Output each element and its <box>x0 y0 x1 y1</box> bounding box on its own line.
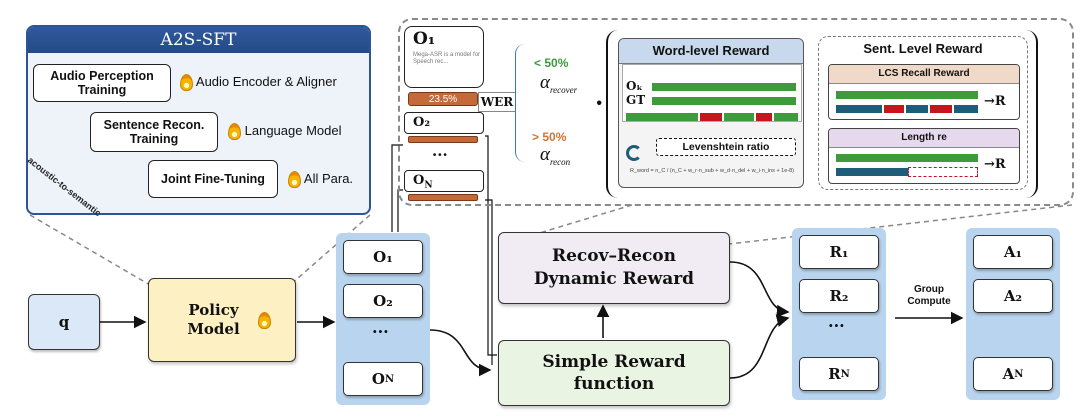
output-o2: O₂ <box>343 284 423 318</box>
sent-reward-title: Sent. Level Reward <box>863 41 983 56</box>
stage-sentence-recon: Sentence Recon. Training <box>90 112 218 152</box>
threshold-high: > 50% <box>532 130 567 144</box>
length-gap <box>908 167 978 177</box>
sft-title: A2S-SFT <box>160 30 237 50</box>
detail-o1-card: O₁ Mega-ASR is a model for Speech rec... <box>404 26 484 88</box>
ok-bar <box>652 83 796 91</box>
detail-on-card: ON <box>404 170 484 192</box>
stage-audio-perception: Audio Perception Training <box>33 64 171 102</box>
length-bar-teal <box>836 168 908 176</box>
stage2-note: Language Model <box>228 123 341 141</box>
flame-icon <box>228 123 241 141</box>
multiply-dot: · <box>595 88 604 117</box>
diff-bar-green1 <box>626 113 698 121</box>
alpha-recover: αrecover <box>540 72 578 95</box>
outputs-ellipsis: ··· <box>372 322 389 341</box>
sft-header: A2S-SFT <box>28 27 369 53</box>
length-bar-green <box>836 154 978 162</box>
length-title: Length re <box>829 129 1019 148</box>
detail-panel <box>398 18 1074 206</box>
lcs-bar-teal1 <box>836 105 882 113</box>
simple-reward-label: Simple Reward function <box>542 352 686 394</box>
simple-reward-function: Simple Reward function <box>498 340 730 406</box>
word-reward-canvas <box>622 64 802 122</box>
threshold-low: < 50% <box>534 56 569 70</box>
word-reward-title: Word-level Reward <box>619 39 803 64</box>
wer-value-badge: 23.5% <box>408 92 478 106</box>
lcs-bar-red2 <box>930 105 952 113</box>
flame-icon <box>257 311 271 329</box>
reward-bracket <box>606 30 1038 198</box>
reward-r2: R₂ <box>799 279 879 313</box>
length-result: →R <box>984 157 1006 172</box>
word-formula: R_word = n_C / (n_C + w_r·n_sub + w_d·n_… <box>630 168 795 174</box>
gt-label: GT <box>626 93 646 107</box>
detail-o2-bar <box>408 136 478 143</box>
stage-joint-finetune: Joint Fine-Tuning <box>148 160 278 198</box>
lcs-bar-teal2 <box>906 105 928 113</box>
lcs-bar-teal3 <box>954 105 978 113</box>
recov-recon-label: Recov–Recon Dynamic Reward <box>533 246 695 289</box>
advantage-a1: A₁ <box>973 235 1053 269</box>
recov-recon-reward: Recov–Recon Dynamic Reward <box>498 232 730 304</box>
detail-o1-text: Mega-ASR is a model for Speech rec... <box>413 52 481 65</box>
detail-ellipsis: ··· <box>432 146 448 164</box>
advantage-a2: A₂ <box>973 279 1053 313</box>
policy-model: Policy Model <box>148 278 296 362</box>
wer-brace <box>515 44 527 162</box>
diff-bar-red2 <box>756 113 772 121</box>
policy-label: Policy Model <box>187 301 240 338</box>
levenshtein-box: Levenshtein ratio <box>656 138 796 156</box>
detail-on-bar <box>408 194 478 201</box>
lcs-result: →R <box>984 94 1006 109</box>
group-compute-label: Group Compute <box>907 284 951 307</box>
lcs-title: LCS Recall Reward <box>829 65 1019 84</box>
alpha-recon: αrecon <box>540 144 571 167</box>
ok-label: Oₖ <box>626 79 643 93</box>
wer-label: WER <box>478 92 516 112</box>
lcs-bar-green <box>836 91 978 99</box>
reward-r1: R₁ <box>799 235 879 269</box>
query-node: q <box>28 294 100 350</box>
flame-icon <box>288 171 301 189</box>
detail-o1-title: O₁ <box>413 29 436 49</box>
detail-o2-card: O₂ <box>404 112 484 134</box>
diff-bar-red1 <box>700 113 722 121</box>
stage1-note: Audio Encoder & Aligner <box>180 74 337 92</box>
diff-bar-green3 <box>774 113 798 121</box>
stage3-note: All Para. <box>288 171 353 189</box>
diff-bar-green2 <box>724 113 754 121</box>
lcs-bar-red1 <box>884 105 904 113</box>
gt-bar <box>652 97 796 105</box>
rewards-ellipsis: ··· <box>828 316 845 335</box>
output-o1: O₁ <box>343 240 423 274</box>
flame-icon <box>180 74 193 92</box>
loop-icon <box>626 145 642 161</box>
